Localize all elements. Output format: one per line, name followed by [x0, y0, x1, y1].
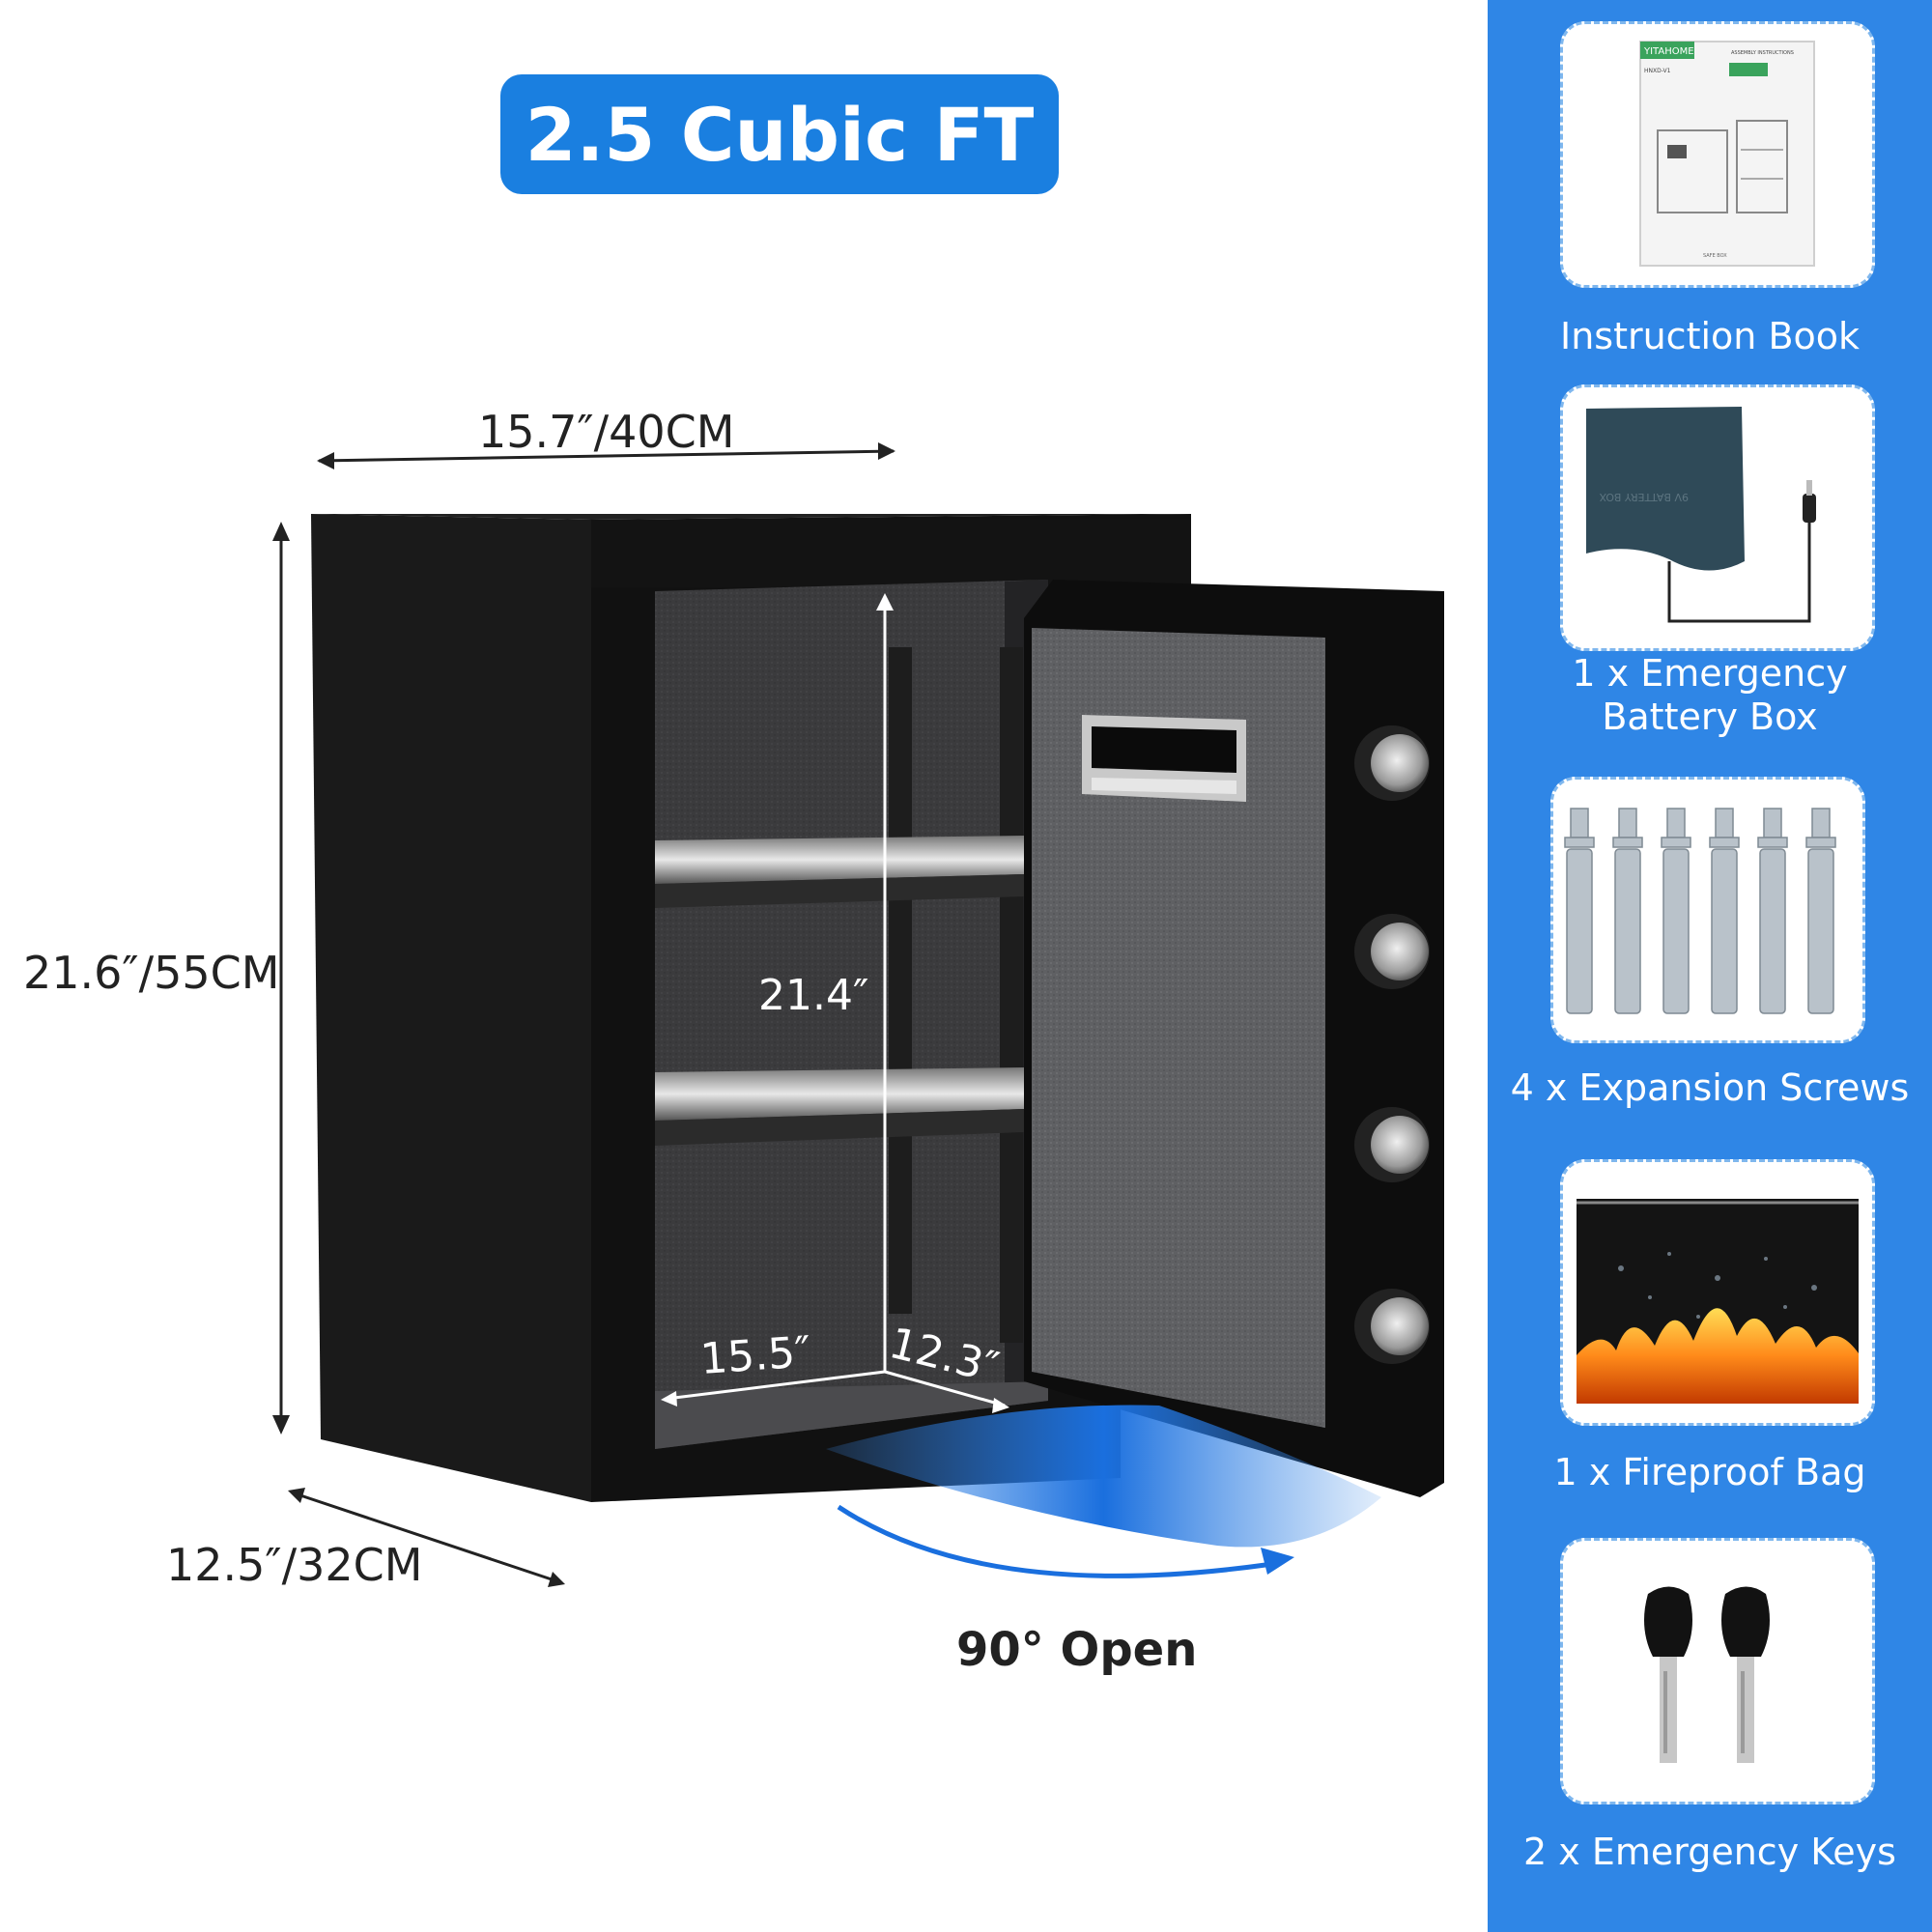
battery-box-caption: 1 x Emergency Battery Box [1572, 652, 1848, 738]
expansion-screws-card [1550, 777, 1865, 1043]
battery-box-card: 9V BATTERY BOX [1560, 384, 1875, 651]
safe-illustration [272, 442, 1444, 1587]
manual-title: ASSEMBLY INSTRUCTIONS [1731, 50, 1794, 56]
door-bolts [1354, 725, 1430, 1364]
battery-box-label: 9V BATTERY BOX [1599, 491, 1689, 503]
instruction-book-card: YITAHOME ASSEMBLY INSTRUCTIONS HNXD-V1 S… [1560, 21, 1875, 288]
door-swing-area [826, 1405, 1381, 1548]
door-keypad [1082, 715, 1246, 802]
shelf-upper [655, 836, 1024, 908]
instruction-book-caption: Instruction Book [1559, 315, 1861, 357]
inner-width-label: 15.5″ [698, 1327, 813, 1384]
expansion-screws-icon [1564, 808, 1836, 1014]
inner-height-label: 21.4″ [758, 971, 869, 1020]
emergency-keys-card [1560, 1538, 1875, 1804]
instruction-book-icon: YITAHOME ASSEMBLY INSTRUCTIONS HNXD-V1 S… [1639, 41, 1815, 267]
depth-dimension-label: 12.5″/32CM [166, 1539, 423, 1591]
safe-interior [655, 580, 1048, 1449]
safe-top-panel [311, 514, 1191, 520]
manual-footer: SAFE BOX [1703, 253, 1727, 259]
emergency-keys-caption: 2 x Emergency Keys [1523, 1831, 1896, 1873]
expansion-screws-caption: 4 x Expansion Screws [1510, 1066, 1910, 1109]
fireproof-bag-icon [1577, 1199, 1859, 1404]
fireproof-bag-card [1560, 1159, 1875, 1426]
height-dimension-label: 21.6″/55CM [23, 947, 280, 999]
width-dimension-label: 15.7″/40CM [478, 406, 735, 458]
safe-side-panel [311, 514, 591, 1502]
fireproof-bag-caption: 1 x Fireproof Bag [1553, 1451, 1866, 1493]
emergency-keys-icon [1644, 1586, 1770, 1763]
door-opening-label: 90° Open [956, 1623, 1198, 1677]
manual-brand: YITAHOME [1643, 46, 1694, 57]
battery-box-icon: 9V BATTERY BOX [1586, 407, 1816, 623]
capacity-badge: 2.5 Cubic FT [500, 74, 1059, 194]
manual-model: HNXD-V1 [1644, 68, 1671, 74]
shelf-lower [655, 1067, 1024, 1146]
safe-door-felt-panel [1032, 628, 1325, 1428]
